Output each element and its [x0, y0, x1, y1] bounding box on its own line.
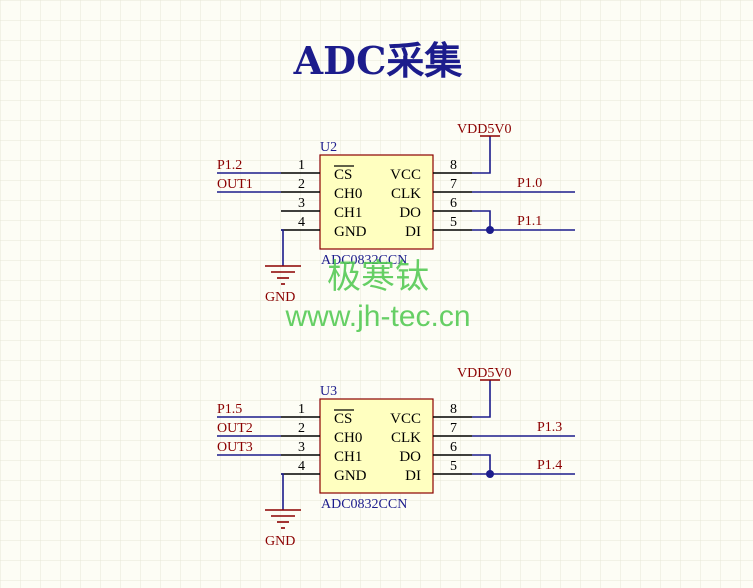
pin-number: 4 — [298, 215, 305, 230]
pin-number: 3 — [298, 196, 305, 211]
chip-body — [319, 398, 434, 494]
ground-icon — [265, 509, 301, 529]
watermark-url: www.jh-tec.cn — [284, 300, 470, 333]
net-label: OUT2 — [217, 421, 253, 436]
net-label: P1.4 — [537, 458, 562, 473]
net-label: OUT1 — [217, 177, 253, 192]
pin-number: 2 — [298, 421, 305, 436]
pin-name: GND — [334, 468, 367, 484]
net-label: P1.2 — [217, 158, 242, 173]
chip-body — [319, 154, 434, 250]
pin-name: CLK — [391, 430, 421, 446]
net-label: P1.0 — [517, 176, 542, 191]
net-label: P1.5 — [217, 402, 242, 417]
pin-number: 7 — [450, 177, 457, 192]
vcc-wire — [472, 380, 491, 418]
pin-name: DO — [399, 205, 421, 221]
vcc-wire — [472, 136, 491, 174]
pin-number: 4 — [298, 459, 305, 474]
chips-layer: U2ADC0832CCN1CSP1.22CH0OUT13CH14GND8VCC7… — [217, 122, 575, 549]
pin-name: CS — [334, 411, 352, 427]
pin-number: 1 — [298, 158, 305, 173]
pin-name: VCC — [390, 411, 421, 427]
pin-number: 2 — [298, 177, 305, 192]
pin-number: 8 — [450, 402, 457, 417]
pin-name: DI — [405, 468, 421, 484]
pin-name: CS — [334, 167, 352, 183]
pin-name: DI — [405, 224, 421, 240]
pin-number: 7 — [450, 421, 457, 436]
pin-name: CH0 — [334, 430, 362, 446]
junction-dot-icon — [486, 470, 494, 478]
page-title: ADC采集 — [293, 38, 463, 83]
pin-name: VCC — [390, 167, 421, 183]
pin-name: CH0 — [334, 186, 362, 202]
pin-number: 6 — [450, 196, 457, 211]
chip-part-number: ADC0832CCN — [321, 253, 407, 268]
power-label: VDD5V0 — [457, 366, 511, 381]
pin-number: 8 — [450, 158, 457, 173]
net-label: P1.3 — [537, 420, 562, 435]
do-di-tie-wire — [472, 454, 491, 474]
ground-icon — [265, 265, 301, 285]
pin-name: DO — [399, 449, 421, 465]
net-label: P1.1 — [517, 214, 542, 229]
power-label: VDD5V0 — [457, 122, 511, 137]
watermark-cn: 极寒钛 — [327, 257, 429, 297]
net-label: OUT3 — [217, 440, 253, 455]
pin-number: 5 — [450, 215, 457, 230]
gnd-wire — [281, 229, 284, 266]
chip-part-number: ADC0832CCN — [321, 497, 407, 512]
pin-name: CLK — [391, 186, 421, 202]
pin-number: 1 — [298, 402, 305, 417]
pin-name: CH1 — [334, 205, 362, 221]
pin-number: 3 — [298, 440, 305, 455]
pin-name: GND — [334, 224, 367, 240]
ground-label: GND — [265, 534, 295, 549]
gnd-wire — [281, 473, 284, 510]
chip-ref: U3 — [320, 384, 337, 399]
pin-name: CH1 — [334, 449, 362, 465]
chip-ref: U2 — [320, 140, 337, 155]
junction-dot-icon — [486, 226, 494, 234]
do-di-tie-wire — [472, 210, 491, 230]
pin-number: 5 — [450, 459, 457, 474]
ground-label: GND — [265, 290, 295, 305]
pin-number: 6 — [450, 440, 457, 455]
